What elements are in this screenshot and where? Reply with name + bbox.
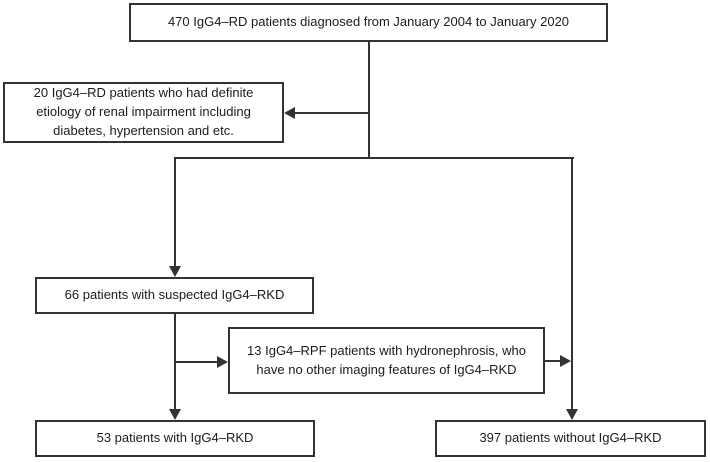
connector-to-suspected <box>174 157 176 266</box>
node-total-patients-label: 470 IgG4–RD patients diagnosed from Janu… <box>167 14 570 30</box>
node-with-rkd: 53 patients with IgG4–RKD <box>35 420 315 457</box>
connector-to-rpf <box>174 361 218 363</box>
node-rpf-hydronephrosis-label: 13 IgG4–RPF patients with hydronephrosis… <box>247 342 526 377</box>
node-without-rkd-label: 397 patients without IgG4–RKD <box>479 430 662 446</box>
arrowhead-right-icon <box>560 355 571 367</box>
connector-branch <box>174 157 574 159</box>
arrowhead-down-icon <box>169 409 181 420</box>
node-excluded-etiology-label: 20 IgG4–RD patients who had definite eti… <box>33 85 254 138</box>
arrowhead-down-icon <box>169 266 181 277</box>
arrowhead-right-icon <box>217 356 228 368</box>
arrowhead-down-icon <box>566 409 578 420</box>
connector-rpf-to-without <box>545 360 561 362</box>
node-with-rkd-label: 53 patients with IgG4–RKD <box>96 430 254 446</box>
connector-total-stem <box>368 42 370 158</box>
node-rpf-hydronephrosis: 13 IgG4–RPF patients with hydronephrosis… <box>228 327 545 394</box>
arrowhead-left-icon <box>284 107 295 119</box>
node-without-rkd: 397 patients without IgG4–RKD <box>435 420 706 457</box>
node-excluded-etiology: 20 IgG4–RD patients who had definite eti… <box>3 82 284 143</box>
node-suspected-rkd: 66 patients with suspected IgG4–RKD <box>35 277 314 314</box>
node-suspected-rkd-label: 66 patients with suspected IgG4–RKD <box>64 287 285 303</box>
connector-to-without-rkd <box>571 157 573 409</box>
connector-to-excluded <box>293 112 369 114</box>
node-total-patients: 470 IgG4–RD patients diagnosed from Janu… <box>129 3 608 42</box>
